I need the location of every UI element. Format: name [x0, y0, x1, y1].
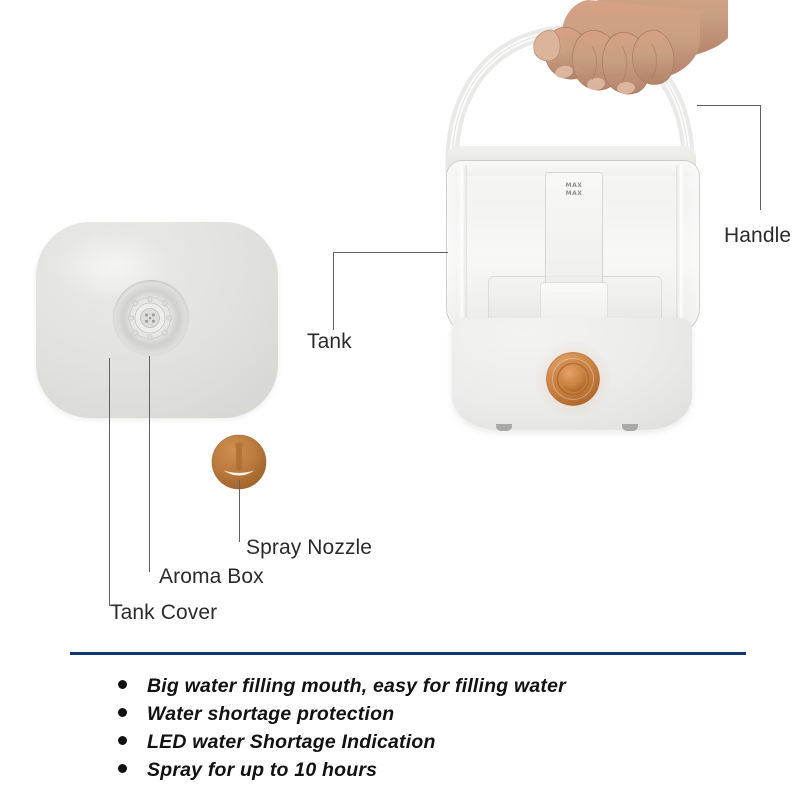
callout-label-handle: Handle	[724, 224, 792, 247]
tank-cover-group	[0, 0, 300, 606]
spray-nozzle-icon	[128, 296, 172, 340]
bullet-icon	[118, 680, 127, 689]
aroma-box-image	[211, 434, 267, 490]
humidifier-unit-group: MAX MAX	[400, 0, 800, 460]
callout-label-tank: Tank	[307, 330, 352, 353]
control-knob-icon[interactable]	[546, 352, 600, 406]
leader-line-tank-horizontal	[333, 252, 448, 253]
leader-line-handle-vertical	[760, 105, 761, 210]
callout-label-tank-cover: Tank Cover	[110, 601, 218, 624]
max-mark-line-1: MAX	[565, 182, 583, 189]
bullet-icon	[118, 708, 127, 717]
feature-text: Water shortage protection	[147, 703, 395, 725]
feature-text: LED water Shortage Indication	[147, 731, 436, 753]
tank-edge-right	[676, 164, 685, 328]
tank-max-level-marks: MAX MAX	[552, 182, 596, 198]
feature-text: Spray for up to 10 hours	[147, 759, 378, 781]
callout-label-aroma-box: Aroma Box	[159, 565, 264, 588]
leader-line-tank-cover	[109, 358, 110, 606]
leader-line-aroma-box	[149, 356, 150, 572]
feature-item: Big water filling mouth, easy for fillin…	[118, 674, 738, 699]
max-mark-line-2: MAX	[565, 190, 583, 197]
base-foot-left	[496, 424, 512, 431]
section-divider	[70, 652, 746, 655]
feature-list: Big water filling mouth, easy for fillin…	[118, 674, 738, 786]
base-foot-right	[622, 424, 638, 431]
bullet-icon	[118, 764, 127, 773]
feature-item: Water shortage protection	[118, 702, 738, 727]
callout-label-spray-nozzle: Spray Nozzle	[246, 536, 373, 559]
hand-image	[533, 0, 728, 95]
tank-edge-left	[458, 164, 467, 328]
feature-item: LED water Shortage Indication	[118, 730, 738, 755]
feature-item: Spray for up to 10 hours	[118, 758, 738, 783]
leader-line-spray-nozzle	[239, 480, 240, 542]
leader-line-handle-horizontal	[697, 105, 760, 106]
leader-line-tank-vertical	[333, 252, 334, 330]
feature-text: Big water filling mouth, easy for fillin…	[147, 675, 566, 697]
bullet-icon	[118, 736, 127, 745]
tank-float-column	[545, 172, 603, 294]
